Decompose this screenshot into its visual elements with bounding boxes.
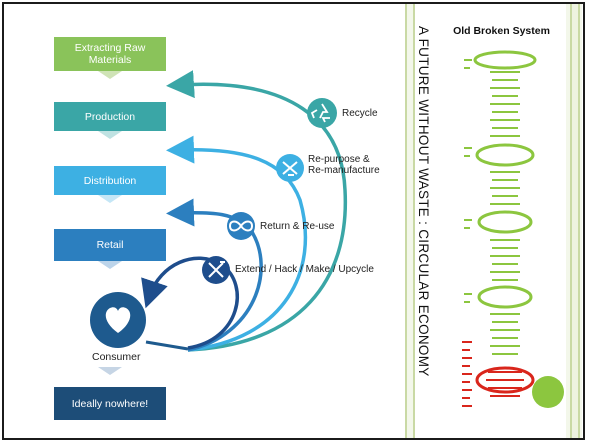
old-system-graphic xyxy=(462,50,564,408)
recycle-label: Recycle xyxy=(342,108,378,119)
repurpose-arc xyxy=(166,135,308,352)
wrench-hammer-glyph xyxy=(208,261,225,278)
repurpose-label-line1: Re-purpose & xyxy=(308,154,370,165)
stage-ideally-nowhere: Ideally nowhere! xyxy=(54,387,166,420)
heart-icon xyxy=(105,307,131,333)
stage-production-label: Production xyxy=(84,110,136,123)
tools-glyph xyxy=(282,161,298,176)
extend-label: Extend / Hack / Make / Upcycle xyxy=(235,264,374,275)
right-decorative-band xyxy=(405,4,415,440)
side-panel-title: Old Broken System xyxy=(453,25,550,37)
stage-extracting: Extracting Raw Materials xyxy=(54,37,166,71)
stage-distribution-label: Distribution xyxy=(83,174,137,187)
recycle-glyph xyxy=(310,103,330,123)
chevron-2 xyxy=(98,131,122,139)
far-right-decorative-band xyxy=(566,4,582,440)
chevron-3 xyxy=(98,195,122,203)
stage-production: Production xyxy=(54,102,166,131)
consumer-label: Consumer xyxy=(92,351,141,363)
slide-frame xyxy=(2,2,585,440)
consumer-connector xyxy=(145,340,189,351)
chevron-4 xyxy=(98,261,122,269)
return-label: Return & Re-use xyxy=(260,221,335,232)
repurpose-label-line2: Re-manufacture xyxy=(308,165,380,176)
recycle-arc xyxy=(166,70,348,352)
repurpose-label: Re-purpose & Re-manufacture xyxy=(308,154,380,176)
chevron-5 xyxy=(98,367,122,375)
stage-extracting-label: Extracting Raw Materials xyxy=(74,42,146,66)
chevron-1 xyxy=(98,71,122,79)
return-arc xyxy=(166,198,263,352)
stage-ideally-nowhere-label: Ideally nowhere! xyxy=(71,397,149,410)
infinity-glyph xyxy=(228,220,254,232)
stage-distribution: Distribution xyxy=(54,166,166,195)
stage-retail-label: Retail xyxy=(96,239,124,251)
slide-title: A FUTURE WITHOUT WASTE : CIRCULAR ECONOM… xyxy=(416,26,431,377)
stage-retail: Retail xyxy=(54,229,166,261)
